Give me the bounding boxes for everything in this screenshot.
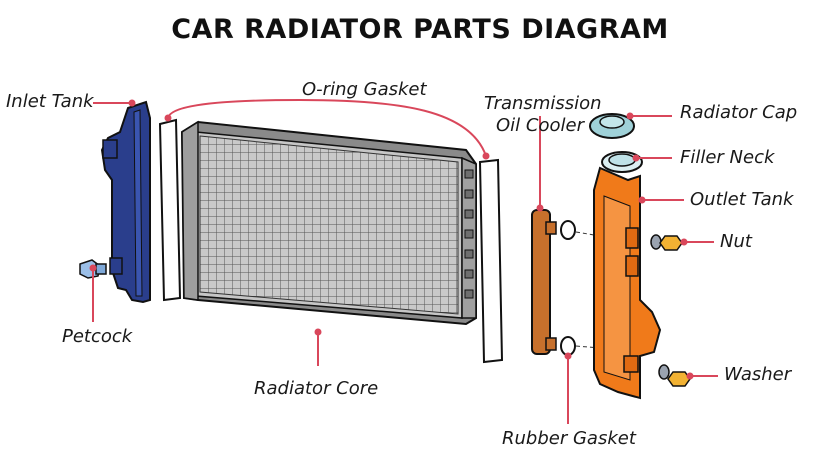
washer-bottom (658, 364, 670, 380)
o-ring-gasket-right (478, 158, 504, 364)
label-transmission-line1: Transmission (484, 93, 602, 114)
o-ring-gasket-left (158, 118, 182, 302)
label-rubber-gasket: Rubber Gasket (502, 428, 636, 449)
radiator-core-part (180, 120, 477, 326)
rubber-gasket-bottom (560, 336, 576, 356)
label-transmission-line2: Oil Cooler (496, 115, 584, 136)
label-outlet-tank: Outlet Tank (690, 189, 794, 210)
rubber-gasket-top (560, 220, 576, 240)
filler-neck-part (601, 151, 643, 173)
label-o-ring-gasket: O-ring Gasket (302, 79, 427, 100)
outlet-tank-part (593, 166, 662, 400)
leader-lines (92, 98, 718, 424)
label-washer: Washer (724, 364, 792, 385)
label-inlet-tank: Inlet Tank (6, 91, 94, 112)
label-nut: Nut (720, 231, 752, 252)
radiator-cap-part (589, 113, 635, 139)
leader-dots (89, 99, 694, 380)
label-radiator-cap: Radiator Cap (680, 102, 798, 123)
nut-top (659, 235, 683, 251)
diagram-title: CAR RADIATOR PARTS DIAGRAM (171, 14, 669, 45)
label-radiator-core: Radiator Core (254, 378, 379, 399)
washer-top (650, 234, 662, 250)
label-petcock: Petcock (62, 326, 133, 347)
nut-bottom (667, 371, 691, 387)
label-filler-neck: Filler Neck (680, 147, 775, 168)
inlet-tank-part (100, 100, 151, 304)
transmission-oil-cooler-part (531, 209, 557, 355)
